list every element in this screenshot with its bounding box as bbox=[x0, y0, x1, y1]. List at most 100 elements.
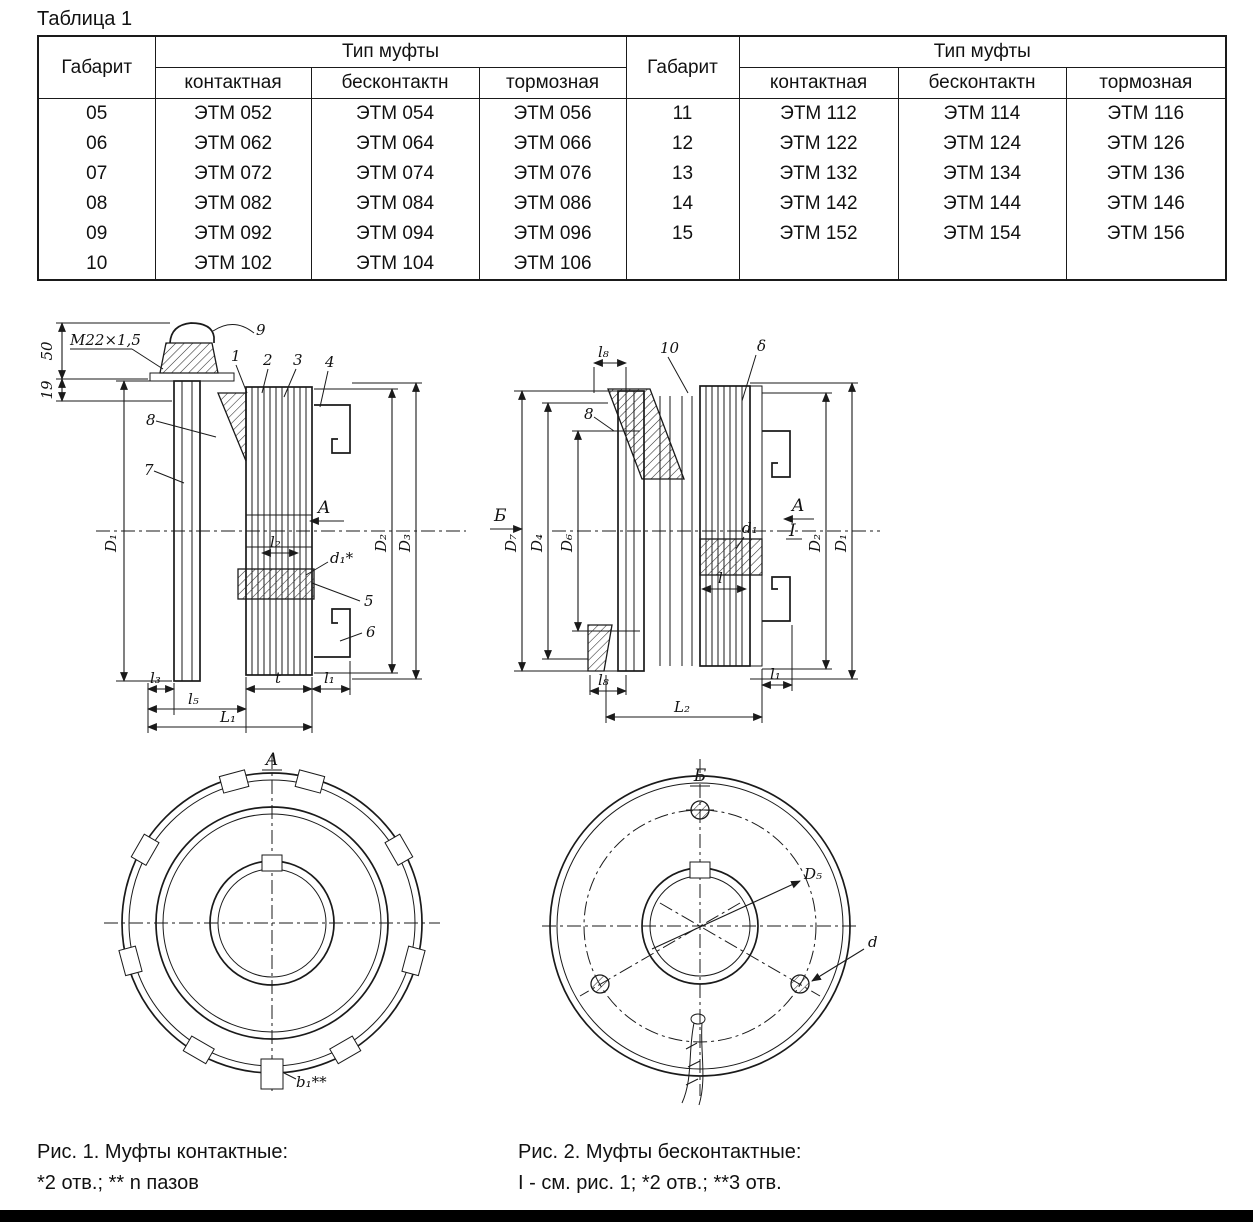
fig1-dim-l2: l₂ bbox=[270, 533, 281, 551]
table-row: 06 ЭТМ 062 ЭТМ 064 ЭТМ 066 12 ЭТМ 122 ЭТ… bbox=[37, 129, 1227, 159]
fig2-callout-10: 10 bbox=[660, 339, 680, 357]
table-cell: 07 bbox=[37, 159, 156, 189]
fig2-section-b-label: Б bbox=[493, 506, 507, 526]
table-cell: ЭТМ 076 bbox=[478, 159, 627, 189]
fig1-caption-title: Рис. 1. Муфты контактные: bbox=[37, 1141, 289, 1163]
fig1-dim-l5: l₅ bbox=[188, 690, 199, 708]
table-cell: ЭТМ 126 bbox=[1065, 129, 1227, 159]
fig2-dim-D6: D₆ bbox=[558, 534, 576, 553]
fig2-dim-l1: l₁ bbox=[770, 665, 781, 683]
fig1-dim-D3: D₃ bbox=[396, 534, 414, 553]
fig2-section-a-label: A bbox=[790, 496, 804, 516]
fig1-front-view: A b₁** bbox=[104, 750, 440, 1091]
fig2-dim-L2: L₂ bbox=[673, 698, 690, 716]
table-cell: ЭТМ 156 bbox=[1065, 219, 1227, 249]
table-cell: ЭТМ 142 bbox=[738, 189, 899, 219]
fig2-front-view: Б D₅ d bbox=[542, 759, 878, 1106]
fig1-callout-8: 8 bbox=[146, 411, 156, 429]
table-cell: ЭТМ 116 bbox=[1065, 98, 1227, 129]
fig1-caption-notes: *2 отв.; ** n пазов bbox=[37, 1172, 199, 1194]
table-cell: ЭТМ 086 bbox=[478, 189, 627, 219]
fig1-callout-7: 7 bbox=[144, 461, 154, 479]
table-cell: 10 bbox=[37, 249, 156, 280]
table-cell: ЭТМ 104 bbox=[310, 249, 480, 280]
table-cell: ЭТМ 152 bbox=[738, 219, 899, 249]
fig2-callout-delta: δ bbox=[757, 337, 766, 355]
table-cell: 06 bbox=[37, 129, 156, 159]
header-contact-right: контактная bbox=[738, 67, 899, 99]
table-cell: ЭТМ 114 bbox=[897, 98, 1067, 129]
fig2-dim-D7: D₇ bbox=[502, 534, 520, 553]
table-cell: ЭТМ 066 bbox=[478, 129, 627, 159]
figure-captions: Рис. 1. Муфты контактные: *2 отв.; ** n … bbox=[37, 1137, 1253, 1199]
fig1-cross-section: M22×1,5 50 19 9 1 2 3 4 8 7 5 6 D₁ D₂ D₃… bbox=[38, 321, 466, 733]
fig2-dim-D5: D₅ bbox=[803, 865, 822, 883]
fig2-dim-l8-bottom: l₈ bbox=[598, 671, 609, 689]
table-header-row: Габарит Тип муфты Габарит Тип муфты bbox=[37, 36, 1227, 99]
fig1-callout-6: 6 bbox=[366, 623, 376, 641]
table-cell: ЭТМ 102 bbox=[154, 249, 312, 280]
header-contactless-left: бесконтактн bbox=[310, 67, 480, 99]
fig1-dim-l1: l₁ bbox=[324, 669, 335, 687]
fig2-dim-D1: D₁ bbox=[832, 534, 850, 553]
table-cell bbox=[625, 249, 740, 280]
table-cell: ЭТМ 052 bbox=[154, 98, 312, 129]
header-gabarit-right: Габарит bbox=[625, 36, 740, 99]
table-cell: ЭТМ 146 bbox=[1065, 189, 1227, 219]
figures-area: M22×1,5 50 19 9 1 2 3 4 8 7 5 6 D₁ D₂ D₃… bbox=[0, 281, 1253, 1121]
fig1-dim-19: 19 bbox=[38, 380, 56, 400]
table-cell bbox=[1065, 249, 1227, 280]
fig1-dim-D2: D₂ bbox=[372, 534, 390, 553]
fig1-dim-d1: d₁* bbox=[330, 549, 354, 567]
fig2-callout-8: 8 bbox=[584, 405, 594, 423]
table-cell: ЭТМ 096 bbox=[478, 219, 627, 249]
fig2-caption-title: Рис. 2. Муфты бесконтактные: bbox=[518, 1141, 802, 1163]
table-cell: 05 bbox=[37, 98, 156, 129]
table-cell: ЭТМ 134 bbox=[897, 159, 1067, 189]
fig2-cross-section: l₈ 10 δ 8 Б D₇ D₄ D₆ d₁ A I D₂ D₁ l l₈ L… bbox=[490, 337, 880, 723]
fig1-callout-9: 9 bbox=[256, 321, 266, 339]
table-cell: ЭТМ 136 bbox=[1065, 159, 1227, 189]
fig1-dim-l3: l₃ bbox=[150, 669, 161, 687]
fig1-thread-label: M22×1,5 bbox=[69, 331, 141, 349]
clutch-types-table: Габарит Тип муфты Габарит Тип муфты конт… bbox=[37, 35, 1228, 281]
fig1-dim-L1: L₁ bbox=[219, 708, 236, 726]
table-title: Таблица 1 bbox=[37, 8, 133, 30]
fig1-callout-4: 4 bbox=[324, 353, 335, 371]
table-cell: 14 bbox=[625, 189, 740, 219]
table-subheader-row: контактная бесконтактн тормозная контакт… bbox=[38, 67, 1227, 99]
table-cell: ЭТМ 056 bbox=[478, 98, 627, 129]
fig1-caption: Рис. 1. Муфты контактные: *2 отв.; ** n … bbox=[37, 1137, 518, 1199]
table-cell: ЭТМ 132 bbox=[738, 159, 899, 189]
header-contact-left: контактная bbox=[154, 67, 312, 99]
fig1-callout-3: 3 bbox=[293, 351, 303, 369]
fig2-dim-D2: D₂ bbox=[806, 534, 824, 553]
table-row: 05 ЭТМ 052 ЭТМ 054 ЭТМ 056 11 ЭТМ 112 ЭТ… bbox=[37, 98, 1227, 129]
fig1-view-a-label: A bbox=[264, 750, 278, 770]
fig1-dim-t: t bbox=[275, 669, 282, 687]
table-cell: ЭТМ 092 bbox=[154, 219, 312, 249]
table-cell bbox=[738, 249, 899, 280]
header-contactless-right: бесконтактн bbox=[897, 67, 1067, 99]
table-cell: 11 bbox=[625, 98, 740, 129]
bottom-black-bar bbox=[0, 1210, 1253, 1222]
table-cell: ЭТМ 054 bbox=[310, 98, 480, 129]
table-cell: 09 bbox=[37, 219, 156, 249]
fig2-caption-notes: I - см. рис. 1; *2 отв.; **3 отв. bbox=[518, 1172, 782, 1194]
table-cell: 08 bbox=[37, 189, 156, 219]
fig1-dim-D1: D₁ bbox=[102, 534, 120, 553]
fig2-dim-d: d bbox=[868, 933, 878, 951]
table-cell: ЭТМ 122 bbox=[738, 129, 899, 159]
fig2-detail-i-label: I bbox=[788, 521, 796, 541]
table-row: 08 ЭТМ 082 ЭТМ 084 ЭТМ 086 14 ЭТМ 142 ЭТ… bbox=[37, 189, 1227, 219]
table-cell: ЭТМ 062 bbox=[154, 129, 312, 159]
fig2-dim-D4: D₄ bbox=[528, 534, 546, 553]
table-cell: ЭТМ 074 bbox=[310, 159, 480, 189]
header-gabarit-left: Габарит bbox=[37, 36, 156, 99]
fig2-dim-l8-top: l₈ bbox=[598, 343, 609, 361]
fig2-dim-l: l bbox=[718, 569, 723, 587]
fig2-caption: Рис. 2. Муфты бесконтактные: I - см. рис… bbox=[518, 1137, 999, 1199]
table-cell: ЭТМ 064 bbox=[310, 129, 480, 159]
table-cell: 15 bbox=[625, 219, 740, 249]
table-cell: ЭТМ 082 bbox=[154, 189, 312, 219]
